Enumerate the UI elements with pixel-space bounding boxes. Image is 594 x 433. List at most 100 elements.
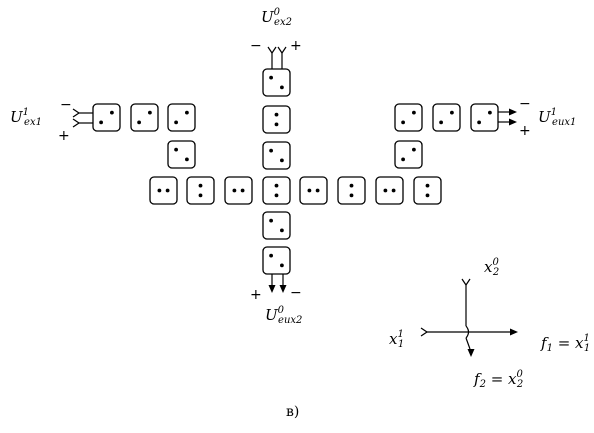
legend-horizontal-arrow	[510, 328, 518, 336]
logic-cell	[262, 246, 291, 275]
cell-dot	[383, 188, 388, 193]
logic-cell	[92, 103, 121, 132]
figure-caption: в)	[286, 404, 300, 420]
eq-f1-rhs: x	[575, 334, 584, 352]
cell-dot	[185, 110, 189, 115]
bottom-output-plus: +	[250, 287, 262, 303]
cell-box	[167, 103, 196, 132]
top-input-label: U0ex2	[261, 7, 292, 28]
logic-cell	[149, 176, 178, 205]
bottom-output-main: U	[265, 306, 278, 324]
logic-cell	[130, 103, 159, 132]
eq-f2-eq: =	[485, 370, 509, 388]
logic-cell	[394, 140, 423, 169]
cell-dot	[391, 188, 396, 193]
cell-dot	[280, 263, 284, 268]
cell-dot	[315, 188, 320, 193]
logic-cell	[413, 176, 442, 205]
cell-dot	[99, 120, 103, 125]
cell-dot	[349, 183, 354, 188]
cell-dot	[269, 218, 273, 223]
cell-box	[299, 176, 328, 205]
cell-box	[375, 176, 404, 205]
cell-dot	[148, 110, 152, 115]
axis-x2-sup: 0	[492, 257, 499, 268]
right-output-arrow-b	[509, 118, 517, 126]
legend-vertical-fork	[461, 278, 471, 287]
top-input-main: U	[261, 8, 274, 26]
top-input-fork-a	[267, 46, 277, 55]
cell-dot	[174, 147, 179, 152]
axis-x1-main: x	[389, 330, 398, 348]
eq-f2-rhs-sub: 2	[516, 379, 524, 390]
cell-dot	[269, 75, 273, 80]
axis-x1-sup: 1	[397, 329, 404, 340]
cell-dot	[488, 110, 492, 115]
cell-dot	[274, 122, 279, 127]
eq-f2-lhs: f	[474, 370, 480, 388]
cell-dot	[412, 110, 416, 115]
cell-dot	[280, 228, 284, 233]
left-input-label: U1ex1	[10, 107, 42, 128]
cell-box	[186, 176, 215, 205]
bottom-output-sup: 0	[277, 305, 285, 316]
cell-box	[413, 176, 442, 205]
logic-cell	[432, 103, 461, 132]
wiring	[72, 46, 518, 357]
axis-x1-label: x11	[389, 329, 404, 350]
cell-dot	[198, 183, 203, 188]
logic-cell	[262, 211, 291, 240]
cell-box	[167, 140, 196, 169]
left-input-minus: −	[60, 97, 72, 113]
eq-f1-lhs: f	[541, 334, 547, 352]
eq-f1-lhs-sub: 1	[546, 343, 553, 354]
logic-cell	[394, 103, 423, 132]
top-input-sup: 0	[273, 7, 281, 18]
eq-f1-rhs-sup: 1	[583, 333, 590, 344]
cell-dot	[439, 120, 443, 125]
cell-dot	[401, 157, 405, 162]
logic-cell	[262, 105, 291, 134]
logic-cell	[299, 176, 328, 205]
cell-dot	[450, 110, 454, 115]
logic-cell	[470, 103, 499, 132]
top-input-minus: −	[250, 38, 262, 54]
cell-box	[394, 140, 423, 169]
cell-dot	[269, 253, 273, 258]
eq-f2-lhs-sub: 2	[479, 379, 486, 390]
logic-cell	[167, 103, 196, 132]
cell-dot	[412, 147, 416, 152]
logic-cell	[375, 176, 404, 205]
eq-f2-rhs: x	[508, 370, 517, 388]
cell-box	[130, 103, 159, 132]
cell-dot	[477, 120, 481, 125]
bottom-output-label: U0eux2	[265, 305, 303, 326]
bottom-output-arrow-b	[279, 285, 287, 293]
cell-dot	[110, 110, 114, 115]
cell-box	[149, 176, 178, 205]
bottom-output-sub: eux2	[278, 315, 303, 326]
cell-dot	[269, 148, 273, 153]
bottom-output-minus: −	[290, 285, 302, 301]
cell-dot	[174, 120, 179, 125]
logic-cell	[167, 140, 196, 169]
cell-box	[262, 105, 291, 134]
left-input-sub: ex1	[24, 117, 42, 128]
eq-f1-rhs-sub: 1	[583, 343, 591, 354]
left-input-main: U	[10, 108, 23, 126]
logic-cell	[262, 68, 291, 97]
cell-box	[262, 68, 291, 97]
equation-f2: f2 = x02	[474, 369, 524, 390]
right-output-label: U1eux1	[538, 107, 576, 128]
eq-f1-eq: =	[552, 334, 576, 352]
cell-dot	[240, 188, 245, 193]
axis-x2-label: x02	[484, 257, 499, 278]
cell-dot	[157, 188, 162, 193]
right-output-minus: −	[519, 96, 531, 112]
logic-cell	[262, 176, 291, 205]
axis-x2-main: x	[484, 258, 493, 276]
legend-crossover	[465, 325, 470, 339]
top-input-fork-b	[277, 46, 287, 55]
cell-dot	[349, 193, 354, 198]
